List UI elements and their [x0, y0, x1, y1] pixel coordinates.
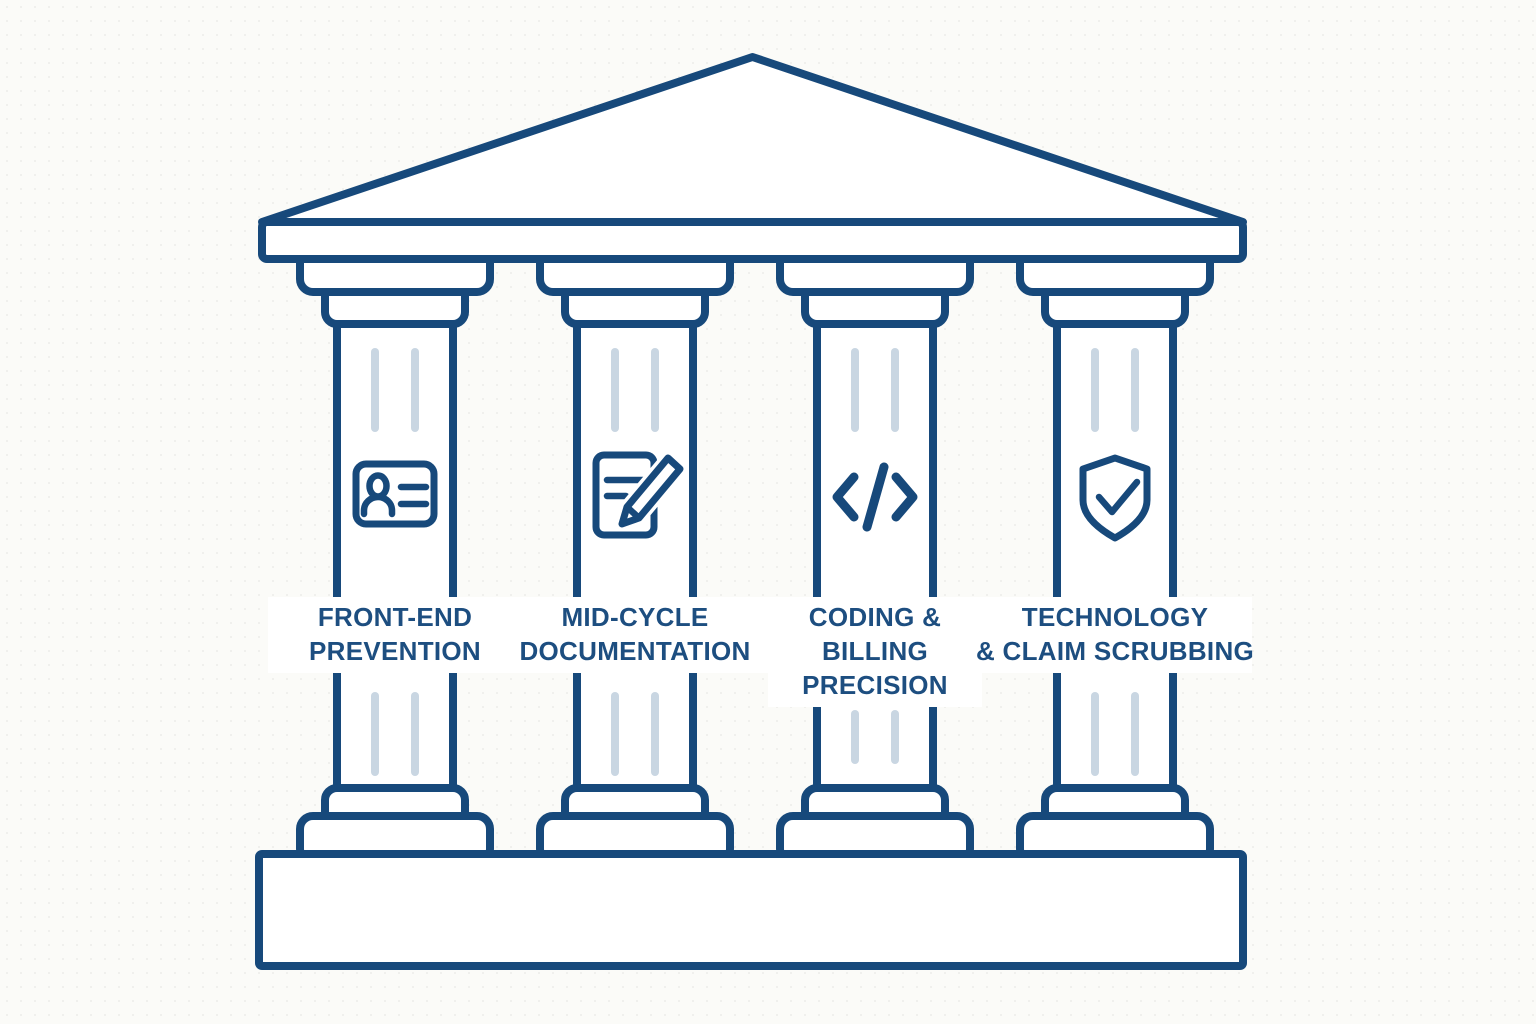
- pillar-label-line: CODING &: [809, 602, 941, 632]
- pillar-technology-claim-scrubbing: TECHNOLOGY & CLAIM SCRUBBING: [976, 250, 1254, 862]
- shield-check-icon: [1079, 454, 1151, 542]
- pillar-label-line: PREVENTION: [309, 636, 481, 666]
- label-band: [498, 597, 772, 673]
- column-structure: [780, 250, 970, 862]
- pillar-mid-cycle-documentation: MID-CYCLE DOCUMENTATION: [498, 250, 772, 862]
- pillar-label-line: PRECISION: [802, 670, 948, 700]
- document-edit-icon: [592, 451, 687, 539]
- pillar-label-line: FRONT-END: [318, 602, 472, 632]
- pillar-label-line: & CLAIM SCRUBBING: [976, 636, 1254, 666]
- pillar-label-line: MID-CYCLE: [561, 602, 708, 632]
- pediment: [258, 53, 1247, 226]
- label-band: [268, 597, 522, 673]
- pillar-coding-billing-precision: CODING & BILLING PRECISION: [768, 250, 982, 862]
- label-band: [978, 597, 1252, 673]
- base-platform: [255, 850, 1247, 970]
- label-band: [768, 597, 982, 707]
- column-structure: [1020, 250, 1210, 862]
- column-structure: [300, 250, 490, 862]
- pillar-front-end-prevention: FRONT-END PREVENTION: [268, 250, 522, 862]
- code-icon: [832, 462, 918, 532]
- column-structure: [540, 250, 730, 862]
- pillar-label-line: TECHNOLOGY: [1022, 602, 1208, 632]
- entablature: [258, 218, 1247, 263]
- pillar-label-line: BILLING: [822, 636, 928, 666]
- id-card-icon: [352, 460, 438, 528]
- pillar-label-line: DOCUMENTATION: [519, 636, 750, 666]
